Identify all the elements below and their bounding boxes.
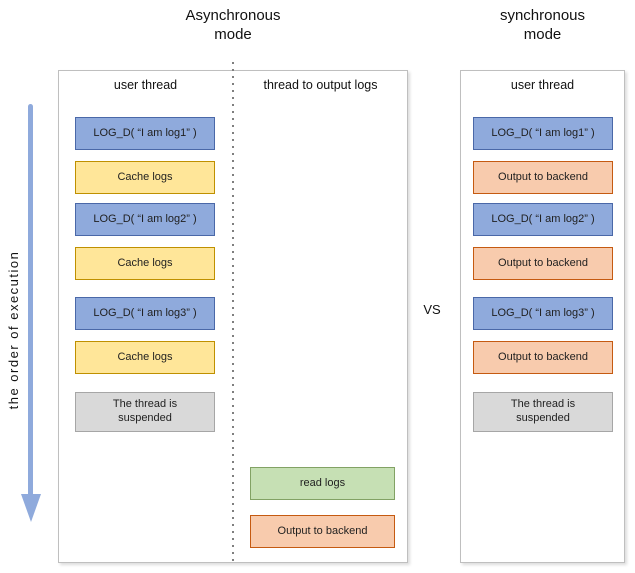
log-call-box-2-sync: LOG_D( “I am log2” ) — [473, 203, 613, 236]
box-label: Cache logs — [117, 170, 173, 183]
read-logs-box: read logs — [250, 467, 395, 500]
log-call-box-1: LOG_D( “I am log1” ) — [75, 117, 215, 150]
box-label: LOG_D( “I am log3” ) — [491, 306, 595, 319]
sync-mode-title: synchronous mode — [460, 6, 625, 44]
cache-logs-box-3: Cache logs — [75, 341, 215, 374]
log-call-box-3-sync: LOG_D( “I am log3” ) — [473, 297, 613, 330]
box-label: Cache logs — [117, 256, 173, 269]
cache-logs-box-1: Cache logs — [75, 161, 215, 194]
async-mode-title-line2: mode — [214, 26, 252, 43]
box-label: Output to backend — [277, 524, 368, 537]
box-label: LOG_D( “I am log3” ) — [93, 306, 197, 319]
box-label: read logs — [299, 476, 346, 489]
async-mode-title-line1: Asynchronous — [185, 7, 281, 24]
output-backend-box-1-sync: Output to backend — [473, 161, 613, 194]
vs-label: VS — [423, 302, 441, 317]
cache-logs-box-2: Cache logs — [75, 247, 215, 280]
output-backend-box-3-sync: Output to backend — [473, 341, 613, 374]
log-call-box-1-sync: LOG_D( “I am log1” ) — [473, 117, 613, 150]
sync-mode-title-line2: mode — [523, 26, 562, 43]
box-label: LOG_D( “I am log1” ) — [491, 126, 595, 139]
execution-order-arrow-head — [21, 494, 41, 522]
thread-suspended-box-async: The thread is suspended — [75, 392, 215, 432]
order-of-execution-label: the order of execution — [6, 250, 21, 410]
log-call-box-2: LOG_D( “I am log2” ) — [75, 203, 215, 236]
box-label: Output to backend — [498, 350, 588, 363]
sync-user-thread-header: user thread — [510, 78, 575, 92]
thread-divider-dotted-line — [232, 62, 234, 563]
log-call-box-3: LOG_D( “I am log3” ) — [75, 297, 215, 330]
box-label: Output to backend — [498, 256, 588, 269]
box-label: Output to backend — [498, 170, 588, 183]
async-mode-title: Asynchronous mode — [58, 6, 408, 44]
box-label: LOG_D( “I am log1” ) — [93, 126, 197, 139]
box-label: The thread is suspended — [112, 398, 178, 424]
async-user-thread-header: user thread — [113, 78, 178, 92]
box-label: LOG_D( “I am log2” ) — [491, 212, 595, 225]
box-label: Cache logs — [117, 350, 173, 363]
thread-suspended-box-sync: The thread is suspended — [473, 392, 613, 432]
output-backend-box-2-sync: Output to backend — [473, 247, 613, 280]
output-backend-box-async: Output to backend — [250, 515, 395, 548]
async-output-thread-header: thread to output logs — [263, 78, 378, 92]
box-label: The thread is suspended — [510, 398, 576, 424]
sync-mode-title-line1: synchronous — [499, 7, 586, 24]
execution-order-arrow-shaft — [28, 104, 33, 496]
box-label: LOG_D( “I am log2” ) — [93, 212, 197, 225]
